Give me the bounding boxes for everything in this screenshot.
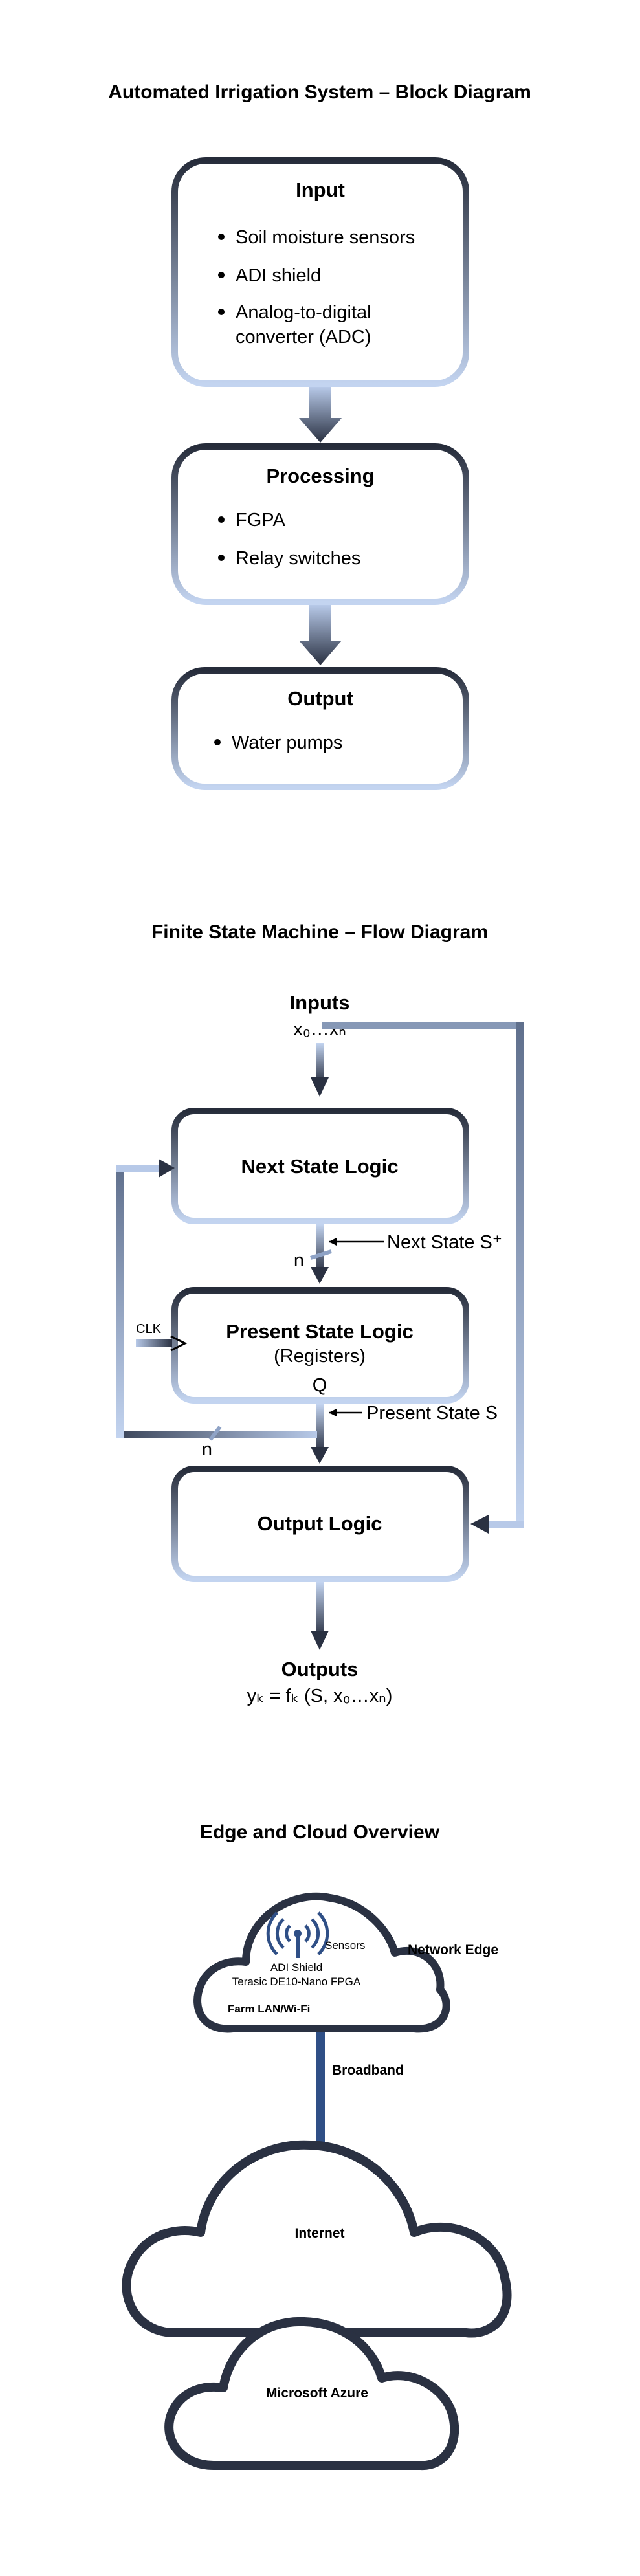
output-item-pumps: Water pumps — [232, 732, 342, 753]
input-item-adi-shield: ADI shield — [236, 265, 321, 286]
sensors-label: Sensors — [325, 1939, 365, 1952]
network-edge-cloud — [193, 1892, 450, 2033]
arrowhead-icon — [470, 1515, 489, 1534]
internet-label: Internet — [294, 2226, 344, 2241]
input-heading: Input — [296, 179, 345, 201]
azure-label: Microsoft Azure — [266, 2386, 368, 2401]
internet-cloud — [122, 2140, 512, 2338]
output-block: Output Water pumps — [171, 667, 469, 790]
present-state-logic-block: Present State Logic (Registers) — [171, 1287, 469, 1404]
fsm-title: Finite State Machine – Flow Diagram — [151, 921, 488, 943]
next-state-s-plus-label: Next State S⁺ — [387, 1232, 502, 1253]
arrow-processing-to-output — [299, 605, 342, 665]
next-state-logic-block: Next State Logic — [171, 1108, 469, 1224]
q-label: Q — [313, 1375, 327, 1396]
input-item-sensors: Soil moisture sensors — [236, 227, 415, 248]
edge-cloud-title: Edge and Cloud Overview — [200, 1822, 440, 1843]
farm-lan-label: Farm LAN/Wi-Fi — [228, 2003, 310, 2015]
arrow-input-to-processing — [299, 387, 342, 443]
arrow-next-to-present — [310, 1224, 332, 1284]
arrow-present-to-output — [311, 1404, 329, 1464]
n-bus-label-bottom: n — [202, 1439, 212, 1460]
clk-input: CLK — [136, 1322, 188, 1352]
registers-label: (Registers) — [274, 1346, 366, 1367]
bullet-icon — [218, 272, 225, 278]
arrowhead-icon — [159, 1159, 175, 1178]
processing-item-relay: Relay switches — [236, 548, 360, 569]
n-bus-label-top: n — [294, 1250, 304, 1271]
input-item-adc-line2: converter (ADC) — [236, 327, 371, 347]
processing-block: Processing FGPA Relay switches — [171, 443, 469, 605]
bullet-icon — [214, 739, 221, 745]
present-state-s-label: Present State S — [366, 1403, 498, 1424]
fpga-label: Terasic DE10-Nano FPGA — [232, 1976, 361, 1988]
clock-edge-icon — [170, 1335, 188, 1352]
processing-heading: Processing — [266, 465, 374, 487]
adi-shield-label: ADI Shield — [270, 1961, 322, 1974]
clk-label: CLK — [136, 1322, 162, 1336]
network-edge-label: Network Edge — [408, 1943, 498, 1957]
input-item-adc-line1: Analog-to-digital — [236, 302, 371, 323]
present-state-logic-label: Present State Logic — [226, 1320, 413, 1343]
callout-arrow-icon — [329, 1409, 337, 1416]
azure-cloud — [164, 2317, 459, 2471]
bullet-icon — [218, 309, 225, 315]
arrow-inputs-to-next-state — [311, 1043, 329, 1097]
bullet-icon — [218, 555, 225, 561]
bullet-icon — [218, 516, 225, 523]
block-diagram-title: Automated Irrigation System – Block Diag… — [108, 82, 531, 103]
outputs-formula: yₖ = fₖ (S, x₀…xₙ) — [247, 1686, 393, 1706]
input-block: Input Soil moisture sensors ADI shield A… — [171, 157, 469, 387]
broadband-label: Broadband — [332, 2063, 404, 2078]
processing-item-fpga: FGPA — [236, 510, 285, 531]
fsm-inputs-label: Inputs — [290, 991, 350, 1014]
output-logic-block: Output Logic — [171, 1466, 469, 1582]
wireless-sensor-icon — [266, 1911, 329, 1958]
bullet-icon — [218, 234, 225, 240]
next-state-logic-label: Next State Logic — [241, 1155, 399, 1178]
broadband-link — [316, 2025, 325, 2155]
arrow-output-to-outputs — [311, 1582, 329, 1650]
feedforward-path — [322, 1022, 524, 1534]
feedback-path — [116, 1159, 317, 1441]
output-logic-label: Output Logic — [258, 1512, 382, 1535]
outputs-label: Outputs — [281, 1658, 359, 1680]
callout-arrow-icon — [329, 1238, 337, 1246]
output-heading: Output — [287, 687, 353, 710]
